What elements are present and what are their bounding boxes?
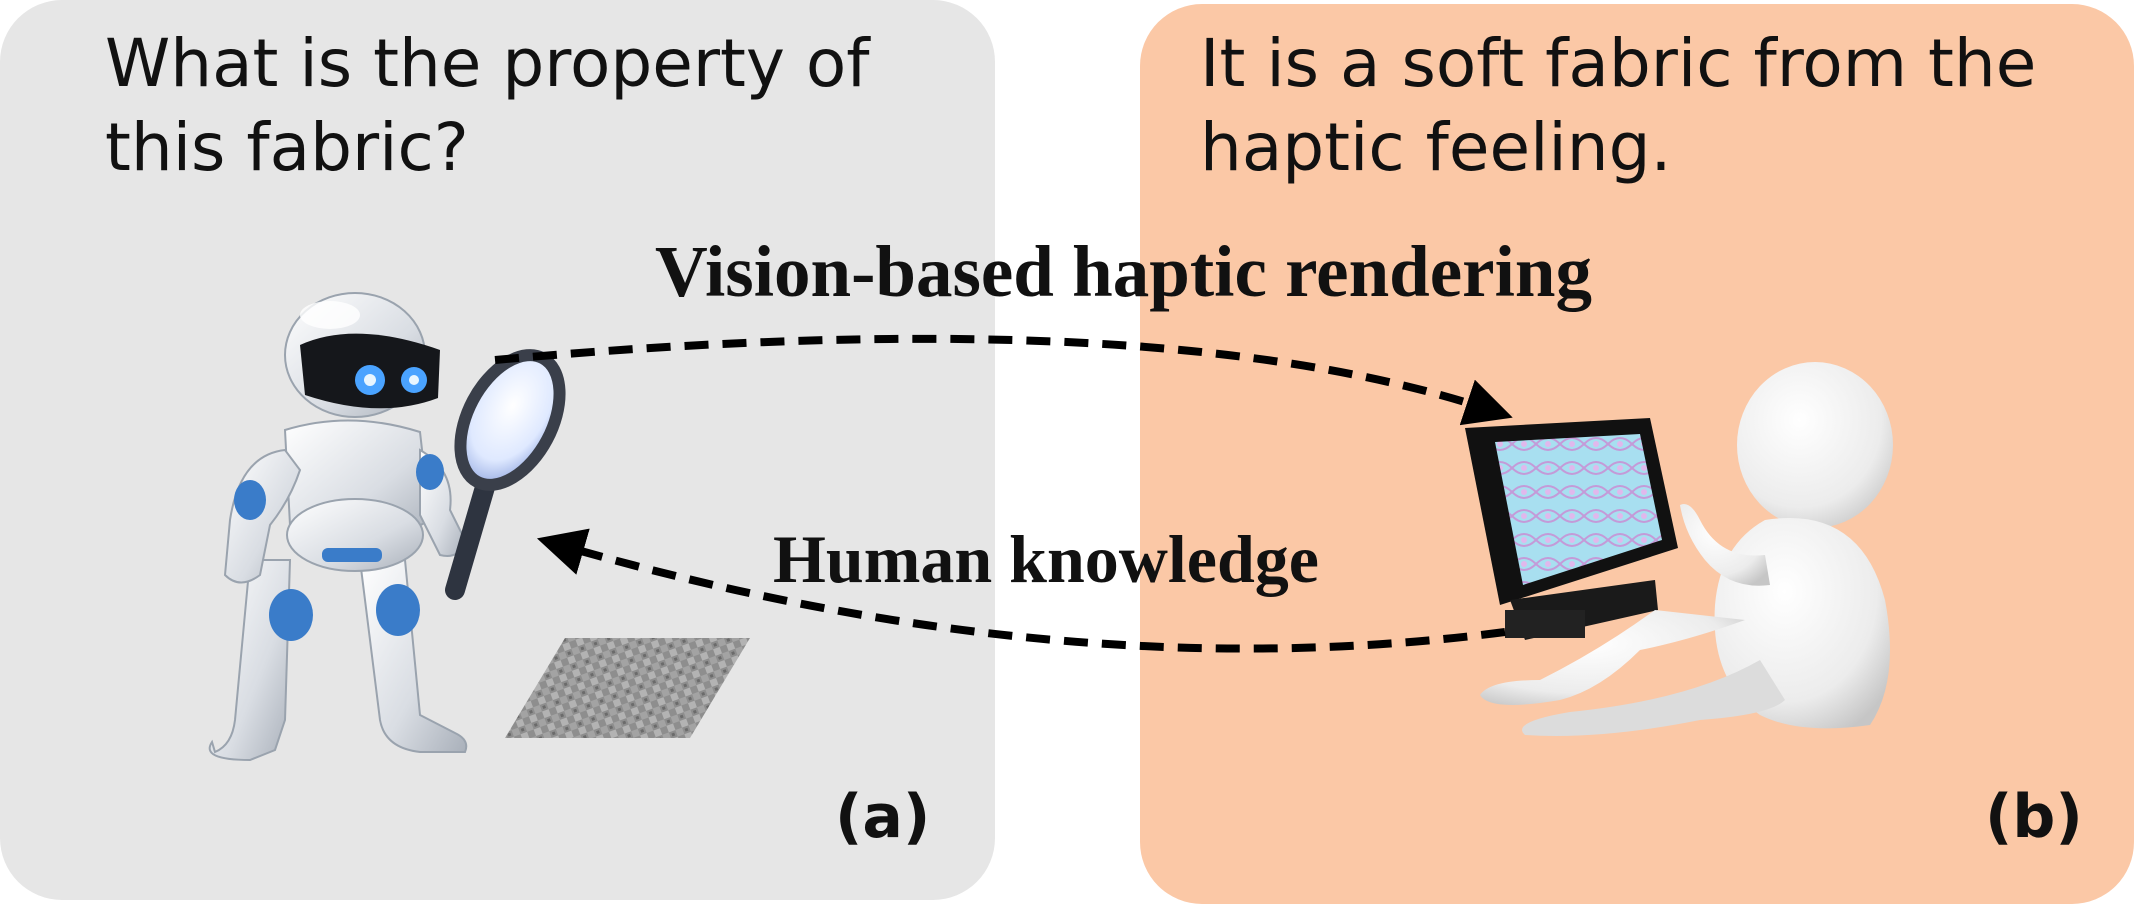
panel-b-tag: (b) — [1985, 782, 2083, 852]
question-text: What is the property of this fabric? — [105, 25, 870, 186]
panel-a-tag: (a) — [835, 782, 931, 852]
robot-icon — [208, 292, 468, 762]
vision-based-arrow — [494, 334, 1513, 426]
vision-arrow-label: Vision-based haptic rendering — [655, 231, 1592, 312]
fabric-swatch-icon — [505, 638, 750, 738]
human-figure-icon — [1480, 362, 1893, 736]
human-knowledge-arrow — [536, 528, 1506, 653]
magnifying-glass-icon — [445, 349, 566, 600]
answer-text: It is a soft fabric from the haptic feel… — [1200, 25, 2037, 186]
human-knowledge-label: Human knowledge — [773, 521, 1319, 597]
monitor-icon — [1465, 418, 1678, 640]
